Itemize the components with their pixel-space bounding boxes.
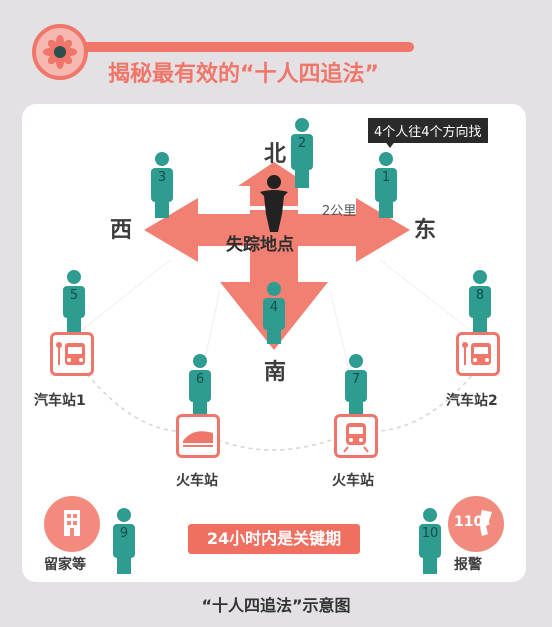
bus-station-2-label: 汽车站2 — [446, 393, 498, 409]
building-icon — [44, 496, 100, 552]
person-number: 10 — [421, 526, 439, 541]
east-label: 东 — [414, 218, 437, 243]
report-police-label: 报警 — [454, 557, 482, 573]
person-3: 3 — [148, 152, 176, 222]
police-number: 110 — [454, 514, 484, 530]
bus-station-1-label: 汽车站1 — [34, 393, 86, 409]
west-label: 西 — [110, 218, 133, 243]
person-4: 4 — [260, 282, 288, 348]
bus-station-1-icon — [50, 332, 94, 376]
person-number: 1 — [381, 170, 391, 185]
person-1: 1 — [372, 152, 400, 222]
person-number: 4 — [269, 300, 279, 315]
missing-person-icon — [260, 175, 288, 232]
train-station-right-label: 火车站 — [332, 473, 374, 489]
person-number: 7 — [351, 372, 361, 387]
diagram-caption: “十人四追法”示意图 — [201, 596, 351, 615]
person-7: 7 — [342, 354, 370, 420]
train-station-right-icon — [334, 414, 378, 458]
page-title: 揭秘最有效的“十人四追法” — [108, 62, 379, 87]
person-2: 2 — [288, 118, 316, 192]
person-number: 9 — [119, 526, 129, 541]
key-period-banner: 24小时内是关键期 — [188, 524, 360, 554]
person-5: 5 — [60, 270, 88, 336]
phone-icon: 110 — [448, 496, 504, 552]
train-station-left-label: 火车站 — [176, 473, 218, 489]
north-label: 北 — [264, 142, 287, 167]
direction-tag-tail — [384, 140, 396, 148]
missing-location-label: 失踪地点 — [226, 235, 294, 255]
direction-tag: 4个人往4个方向找 — [368, 118, 488, 143]
person-number: 5 — [69, 288, 79, 303]
header-bar — [58, 42, 414, 52]
person-10: 10 — [416, 508, 444, 578]
bus-station-2-icon — [456, 332, 500, 376]
person-9: 9 — [110, 508, 138, 578]
person-number: 3 — [157, 170, 167, 185]
flower-logo-icon — [32, 24, 88, 80]
south-label: 南 — [264, 360, 287, 385]
person-number: 8 — [475, 288, 485, 303]
person-number: 6 — [195, 372, 205, 387]
person-6: 6 — [186, 354, 214, 420]
stay-home-label: 留家等 — [44, 557, 86, 573]
train-station-left-icon — [176, 414, 220, 458]
person-8: 8 — [466, 270, 494, 336]
distance-label: 2公里 — [322, 204, 357, 219]
person-number: 2 — [297, 136, 307, 151]
